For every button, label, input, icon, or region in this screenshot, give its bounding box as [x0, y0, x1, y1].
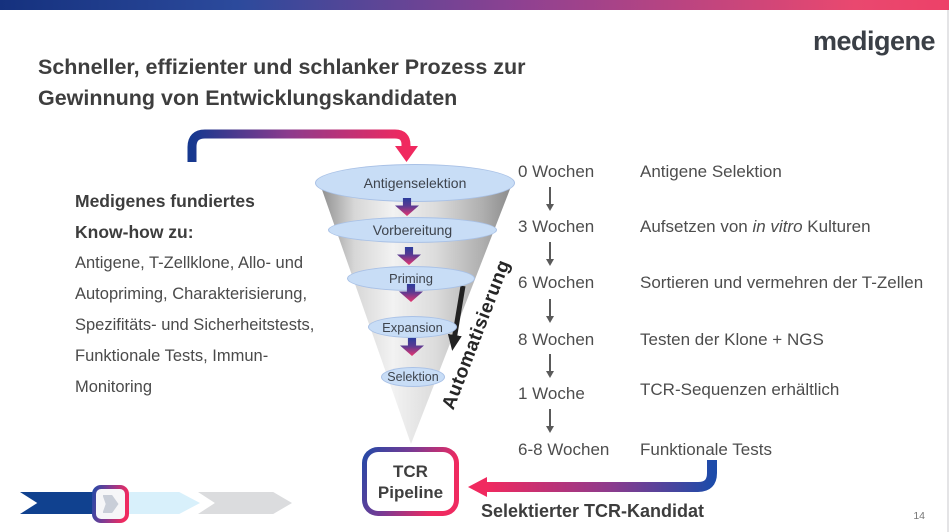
timeline-week-3: 8 Wochen: [518, 330, 595, 349]
knowhow-to-funnel-arrow: [187, 129, 411, 162]
medigene-logo: medigene: [812, 26, 936, 56]
timeline-desc-2: Sortieren und vermehren der T-Zellen: [640, 273, 924, 292]
desc-italic: in vitro: [752, 217, 803, 236]
top-gradient-bar: [0, 0, 949, 10]
knowhow-line: Funktionale Tests, Immun-: [75, 347, 269, 365]
timeline-down-arrow-icon: [545, 187, 554, 211]
page-title: Schneller, effizienter und schlanker Pro…: [38, 52, 526, 114]
funnel-stage-vorbereitung: Vorbereitung: [328, 217, 497, 243]
timeline-week-0: 0 Wochen: [518, 162, 595, 181]
funnel-stage-expansion: Expansion: [368, 316, 457, 338]
tcr-pipeline-box-inner: TCR Pipeline: [367, 452, 454, 511]
knowhow-line: Antigene, T-Zellklone, Allo- und: [75, 254, 304, 272]
timeline-desc-4: TCR-Sequenzen erhältlich: [640, 380, 840, 399]
timeline-week-5: 6-8 Wochen: [518, 440, 610, 459]
knowhow-block: Medigenes fundiertes Know-how zu: Antige…: [75, 186, 335, 403]
timeline-desc-5: Funktionale Tests: [640, 440, 772, 459]
knowhow-to-funnel-arrowhead: [395, 146, 418, 162]
knowhow-line: Spezifitäts- und Sicherheitstests,: [75, 316, 315, 334]
timeline-week-1: 3 Wochen: [518, 217, 595, 236]
timeline-down-arrow-icon: [545, 409, 554, 433]
funnel-cone: [320, 184, 512, 444]
knowhow-line: Monitoring: [75, 378, 153, 396]
timeline-down-arrow-icon: [545, 299, 554, 323]
chevron-right-icon: [102, 495, 119, 513]
tcr-pipeline-box: TCR Pipeline: [362, 447, 459, 516]
timeline-down-arrow-icon: [545, 242, 554, 266]
knowhow-heading-line-1: Medigenes fundiertes: [75, 191, 255, 211]
progress-chevron-3: [198, 492, 292, 514]
selected-tcr-candidate-label: Selektierter TCR-Kandidat: [481, 501, 705, 521]
page-number: 14: [913, 510, 925, 522]
timeline-desc-0: Antigene Selektion: [640, 162, 782, 181]
slide-right-edge-line: [947, 10, 949, 532]
selected-candidate-arrowhead: [468, 477, 487, 497]
timeline-week-4: 1 Woche: [518, 384, 585, 403]
title-line-2: Gewinnung von Entwicklungskandidaten: [38, 86, 458, 110]
knowhow-heading-line-2: Know-how zu:: [75, 222, 194, 242]
funnel-stage-antigenselektion: Antigenselektion: [315, 164, 515, 202]
funnel-stage-selektion: Selektion: [381, 367, 445, 387]
desc-post: Kulturen: [802, 217, 871, 236]
timeline-desc-3: Testen der Klone + NGS: [640, 330, 824, 349]
current-section-marker: [92, 485, 129, 523]
timeline-week-2: 6 Wochen: [518, 273, 595, 292]
timeline-down-arrow-icon: [545, 354, 554, 378]
tcr-box-line-2: Pipeline: [377, 482, 444, 502]
knowhow-line: Autopriming, Charakterisierung,: [75, 285, 308, 303]
title-line-1: Schneller, effizienter und schlanker Pro…: [38, 55, 526, 79]
desc-pre: Aufsetzen von: [640, 217, 753, 236]
automation-arrow: [447, 285, 466, 351]
current-section-marker-inner: [96, 489, 125, 519]
timeline-desc-1: Aufsetzen von in vitro Kulturen: [640, 217, 871, 237]
selected-candidate-arrow: [487, 460, 717, 492]
tcr-box-line-1: TCR: [393, 461, 428, 481]
